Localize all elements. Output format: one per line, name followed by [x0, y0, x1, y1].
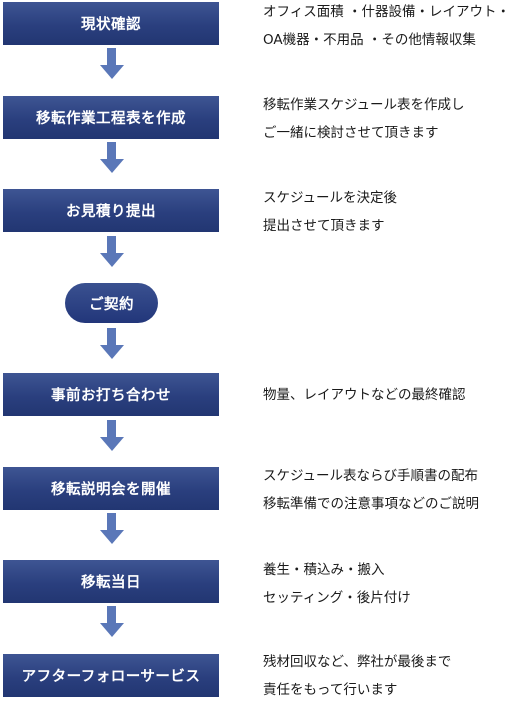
step-label: 事前お打ち合わせ [51, 388, 171, 404]
step-label: 現状確認 [81, 17, 141, 33]
description-current-status: オフィス面積 ・什器設備・レイアウト・ OA機器・不用品 ・その他情報収集 [263, 0, 525, 54]
step-contract: ご契約 [65, 283, 158, 323]
down-arrow-icon [100, 606, 124, 640]
description-line: スケジュールを決定後 [263, 190, 398, 206]
description-line: 残材回収など、弊社が最後まで [263, 654, 452, 670]
step-pre-meeting: 事前お打ち合わせ [3, 373, 219, 416]
description-line: スケジュール表ならび手順書の配布 [263, 468, 479, 484]
down-arrow-icon [100, 48, 124, 82]
description-line: 物量、レイアウトなどの最終確認 [263, 387, 466, 403]
description-pre-meeting: 物量、レイアウトなどの最終確認 [263, 381, 525, 409]
step-briefing-session: 移転説明会を開催 [3, 467, 219, 510]
description-line: OA機器・不用品 ・その他情報収集 [263, 32, 476, 48]
down-arrow-icon [100, 420, 124, 454]
step-label: 移転作業工程表を作成 [36, 111, 186, 127]
down-arrow-icon [100, 513, 124, 547]
description-line: 責任をもって行います [263, 682, 398, 698]
step-label: ご契約 [89, 296, 134, 313]
description-line: ご一緒に検討させて頂きます [263, 125, 439, 141]
description-line: 移転作業スケジュール表を作成し [263, 97, 465, 113]
description-line: 移転準備での注意事項などのご説明 [263, 496, 479, 512]
step-create-schedule: 移転作業工程表を作成 [3, 96, 219, 139]
step-after-follow-service: アフターフォローサービス [3, 654, 219, 697]
down-arrow-icon [100, 328, 124, 362]
description-line: オフィス面積 ・什器設備・レイアウト・ [263, 4, 511, 20]
description-briefing: スケジュール表ならび手順書の配布 移転準備での注意事項などのご説明 [263, 462, 525, 518]
step-moving-day: 移転当日 [3, 560, 219, 603]
description-line: 提出させて頂きます [263, 218, 385, 234]
description-schedule: 移転作業スケジュール表を作成し ご一緒に検討させて頂きます [263, 91, 525, 147]
step-current-status-check: 現状確認 [3, 2, 219, 45]
down-arrow-icon [100, 142, 124, 176]
description-estimate: スケジュールを決定後 提出させて頂きます [263, 184, 525, 240]
step-label: 移転説明会を開催 [51, 482, 171, 498]
step-label: 移転当日 [81, 575, 141, 591]
description-moving-day: 養生・積込み・搬入 セッティング・後片付け [263, 556, 525, 612]
step-label: アフターフォローサービス [21, 669, 201, 685]
description-line: セッティング・後片付け [263, 590, 411, 606]
down-arrow-icon [100, 236, 124, 270]
step-label: お見積り提出 [66, 204, 156, 220]
step-submit-estimate: お見積り提出 [3, 189, 219, 232]
description-line: 養生・積込み・搬入 [263, 562, 385, 578]
description-after-follow: 残材回収など、弊社が最後まで 責任をもって行います [263, 648, 525, 704]
